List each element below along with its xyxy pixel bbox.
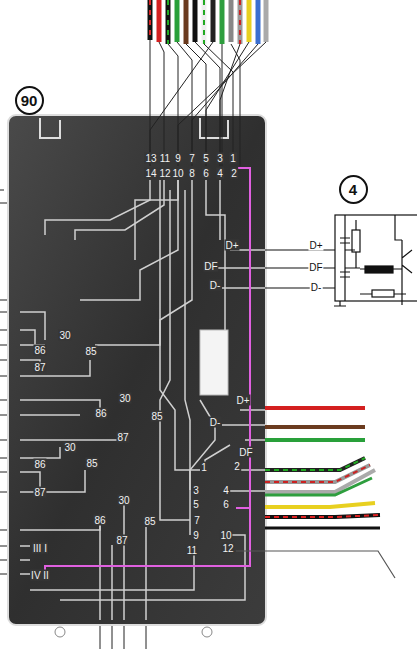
terminal-number: 14 xyxy=(144,168,157,179)
terminal-number: 85 xyxy=(150,411,163,422)
terminal-number: 86 xyxy=(93,515,106,526)
signal-name: D+ xyxy=(235,395,250,406)
signal-name: DF xyxy=(308,262,323,273)
terminal-number: 3 xyxy=(192,485,200,496)
terminal-number: 10 xyxy=(171,168,184,179)
terminal-number: 11 xyxy=(159,153,171,164)
terminal-number: 6 xyxy=(222,499,230,510)
signal-name: D- xyxy=(209,417,222,428)
terminal-number: 87 xyxy=(33,362,46,373)
terminal-number: 30 xyxy=(63,442,76,453)
signal-name: DF xyxy=(203,261,218,272)
terminal-number: 87 xyxy=(33,487,46,498)
signal-name: D+ xyxy=(308,240,323,251)
terminal-number: 9 xyxy=(192,530,200,541)
terminal-number: 86 xyxy=(94,408,107,419)
terminal-number: 85 xyxy=(84,346,97,357)
terminal-number: 10 xyxy=(219,530,232,541)
terminal-number: 12 xyxy=(158,168,171,179)
terminal-number: 4 xyxy=(222,485,230,496)
terminal-number: III I xyxy=(32,543,48,554)
callout-number: 90 xyxy=(21,92,38,109)
terminal-number: 12 xyxy=(221,543,234,554)
callout-number: 4 xyxy=(349,181,357,198)
terminal-number: 9 xyxy=(174,153,182,164)
terminal-number: 5 xyxy=(192,499,200,510)
pink-trace xyxy=(45,168,250,578)
terminal-number: 87 xyxy=(115,535,128,546)
terminal-number: 7 xyxy=(193,515,201,526)
voltage-regulator xyxy=(265,215,417,306)
terminal-number: 3 xyxy=(216,153,224,164)
pcb-traces xyxy=(20,180,265,620)
terminal-number: 86 xyxy=(33,459,46,470)
terminal-number: 1 xyxy=(229,153,237,164)
terminal-number: 30 xyxy=(118,393,131,404)
terminal-number: 30 xyxy=(58,330,71,341)
terminal-number: 5 xyxy=(202,153,210,164)
callout-circle: 4 xyxy=(339,175,368,204)
terminal-number: 30 xyxy=(117,495,130,506)
terminal-number: 86 xyxy=(33,345,46,356)
terminal-number: 2 xyxy=(233,461,241,472)
callout-circle: 90 xyxy=(15,86,44,115)
terminal-number: 7 xyxy=(188,153,196,164)
terminal-number: 13 xyxy=(144,153,157,164)
terminal-number: 8 xyxy=(188,168,196,179)
terminal-number: 87 xyxy=(116,432,129,443)
terminal-number: 85 xyxy=(85,458,98,469)
signal-name: D- xyxy=(209,280,222,291)
harness-wires xyxy=(150,0,266,44)
terminal-number: 11 xyxy=(186,545,198,556)
terminal-number: 4 xyxy=(216,168,224,179)
terminal-number: 1 xyxy=(200,462,208,473)
terminal-number: 85 xyxy=(143,516,156,527)
terminal-number: 6 xyxy=(202,168,210,179)
terminal-number: 2 xyxy=(230,168,238,179)
signal-name: DF xyxy=(238,447,253,458)
circuit-board xyxy=(8,115,266,625)
terminal-number: IV II xyxy=(30,570,50,581)
output-wires xyxy=(236,408,395,578)
signal-name: D- xyxy=(310,282,323,293)
signal-name: D+ xyxy=(224,240,239,251)
